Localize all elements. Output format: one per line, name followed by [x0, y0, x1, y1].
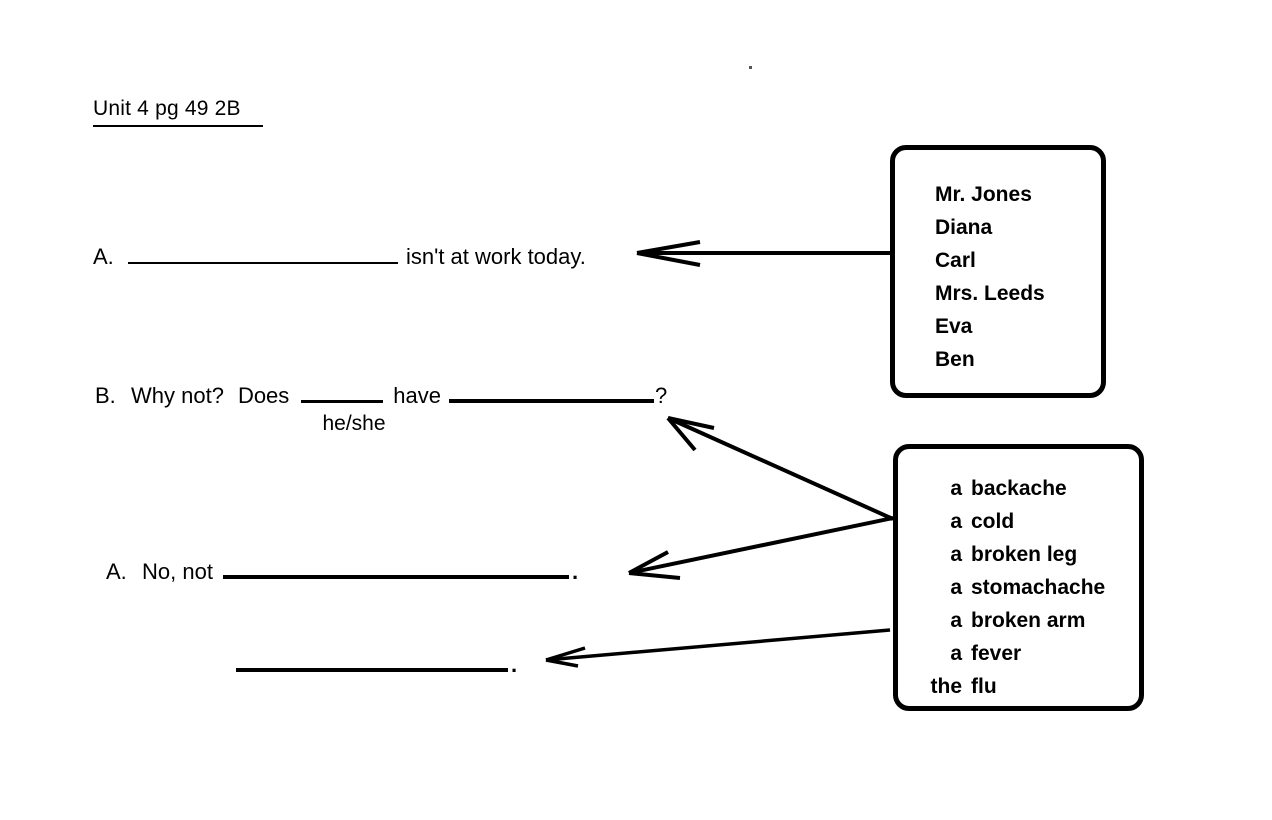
line-label-a1: A.	[93, 244, 114, 269]
line-label-b: B.	[95, 383, 116, 408]
sentence-b-punctuation: ?	[655, 383, 668, 408]
blank-a2[interactable]	[222, 553, 569, 579]
ailments-item-noun: broken arm	[971, 609, 1086, 632]
ailments-item-noun: fever	[971, 642, 1022, 665]
ailments-item: a fever	[920, 637, 1139, 670]
blank-b-ailment-line	[449, 399, 655, 403]
sentence-row-a1: A. isn't at work today.	[93, 238, 586, 271]
names-word-bank: Mr. Jones Diana Carl Mrs. Leeds Eva Ben	[890, 145, 1106, 398]
arrow-ailments-to-blank-a2	[628, 516, 894, 580]
ailments-item-noun: stomachache	[971, 576, 1106, 599]
blank-b-ailment[interactable]	[449, 377, 655, 403]
names-item: Eva	[935, 315, 973, 338]
ailments-item-noun: backache	[971, 477, 1067, 500]
ailments-item-article: a	[950, 642, 962, 665]
blank-a1-line	[128, 262, 398, 264]
sentence-a2-lead: No, not	[142, 559, 213, 584]
ailments-item-noun: broken leg	[971, 543, 1078, 566]
ailments-item-article: a	[950, 477, 962, 500]
blank-a1[interactable]	[128, 238, 398, 264]
names-item: Diana	[935, 216, 993, 239]
blank-b-subject-line	[301, 400, 384, 403]
sentence-a1-text: isn't at work today.	[406, 244, 586, 269]
sentence-b-lead: Why not?	[131, 383, 224, 408]
page-title: Unit 4 pg 49 2B	[93, 96, 263, 127]
arrow-ailments-to-blank-b	[666, 416, 894, 521]
ailments-item-article: a	[950, 576, 962, 599]
sentence-a3-punctuation: .	[511, 652, 518, 677]
sentence-row-a3: .	[236, 646, 517, 679]
sentence-a2-punctuation: .	[571, 559, 579, 584]
ailments-item: a cold	[920, 505, 1139, 538]
blank-caption-he-she: he/she	[322, 412, 386, 435]
ailments-item-noun: flu	[971, 675, 997, 698]
ailments-word-bank: a backache a cold a broken leg a stomach…	[893, 444, 1144, 711]
blank-a2-line	[222, 575, 569, 579]
names-item: Mr. Jones	[935, 183, 1032, 206]
blank-a3-line	[236, 668, 508, 672]
sentence-row-b: B. Why not? Does have ?	[95, 377, 667, 410]
arrow-names-to-blank-a1	[636, 240, 890, 267]
ailments-item-article: a	[950, 609, 962, 632]
blank-b-subject[interactable]	[301, 377, 384, 403]
ailments-item-noun: cold	[971, 510, 1015, 533]
page-title-text: Unit 4 pg 49 2B	[93, 97, 241, 120]
sentence-row-a2: A. No, not .	[106, 553, 578, 586]
ailments-list: a backache a cold a broken leg a stomach…	[898, 449, 1139, 703]
stray-ink-dot	[749, 66, 752, 69]
blank-a3[interactable]	[236, 646, 508, 672]
ailments-item-article: the	[930, 675, 963, 698]
ailments-item: the flu	[920, 670, 1139, 703]
ailments-item: a stomachache	[920, 571, 1139, 604]
names-list: Mr. Jones Diana Carl Mrs. Leeds Eva Ben	[895, 150, 1101, 376]
ailments-item-article: a	[950, 543, 962, 566]
arrow-ailments-to-blank-a3	[545, 628, 891, 668]
sentence-b-verb: Does	[237, 383, 290, 408]
names-item: Mrs. Leeds	[935, 282, 1045, 305]
ailments-item: a broken leg	[920, 538, 1139, 571]
line-label-a2: A.	[106, 559, 127, 584]
ailments-item-article: a	[950, 510, 962, 533]
names-item: Carl	[935, 249, 976, 272]
names-item: Ben	[935, 348, 975, 371]
page-title-underline	[93, 125, 263, 127]
sentence-b-mid: have	[393, 383, 442, 408]
ailments-item: a broken arm	[920, 604, 1139, 637]
ailments-item: a backache	[920, 472, 1139, 505]
